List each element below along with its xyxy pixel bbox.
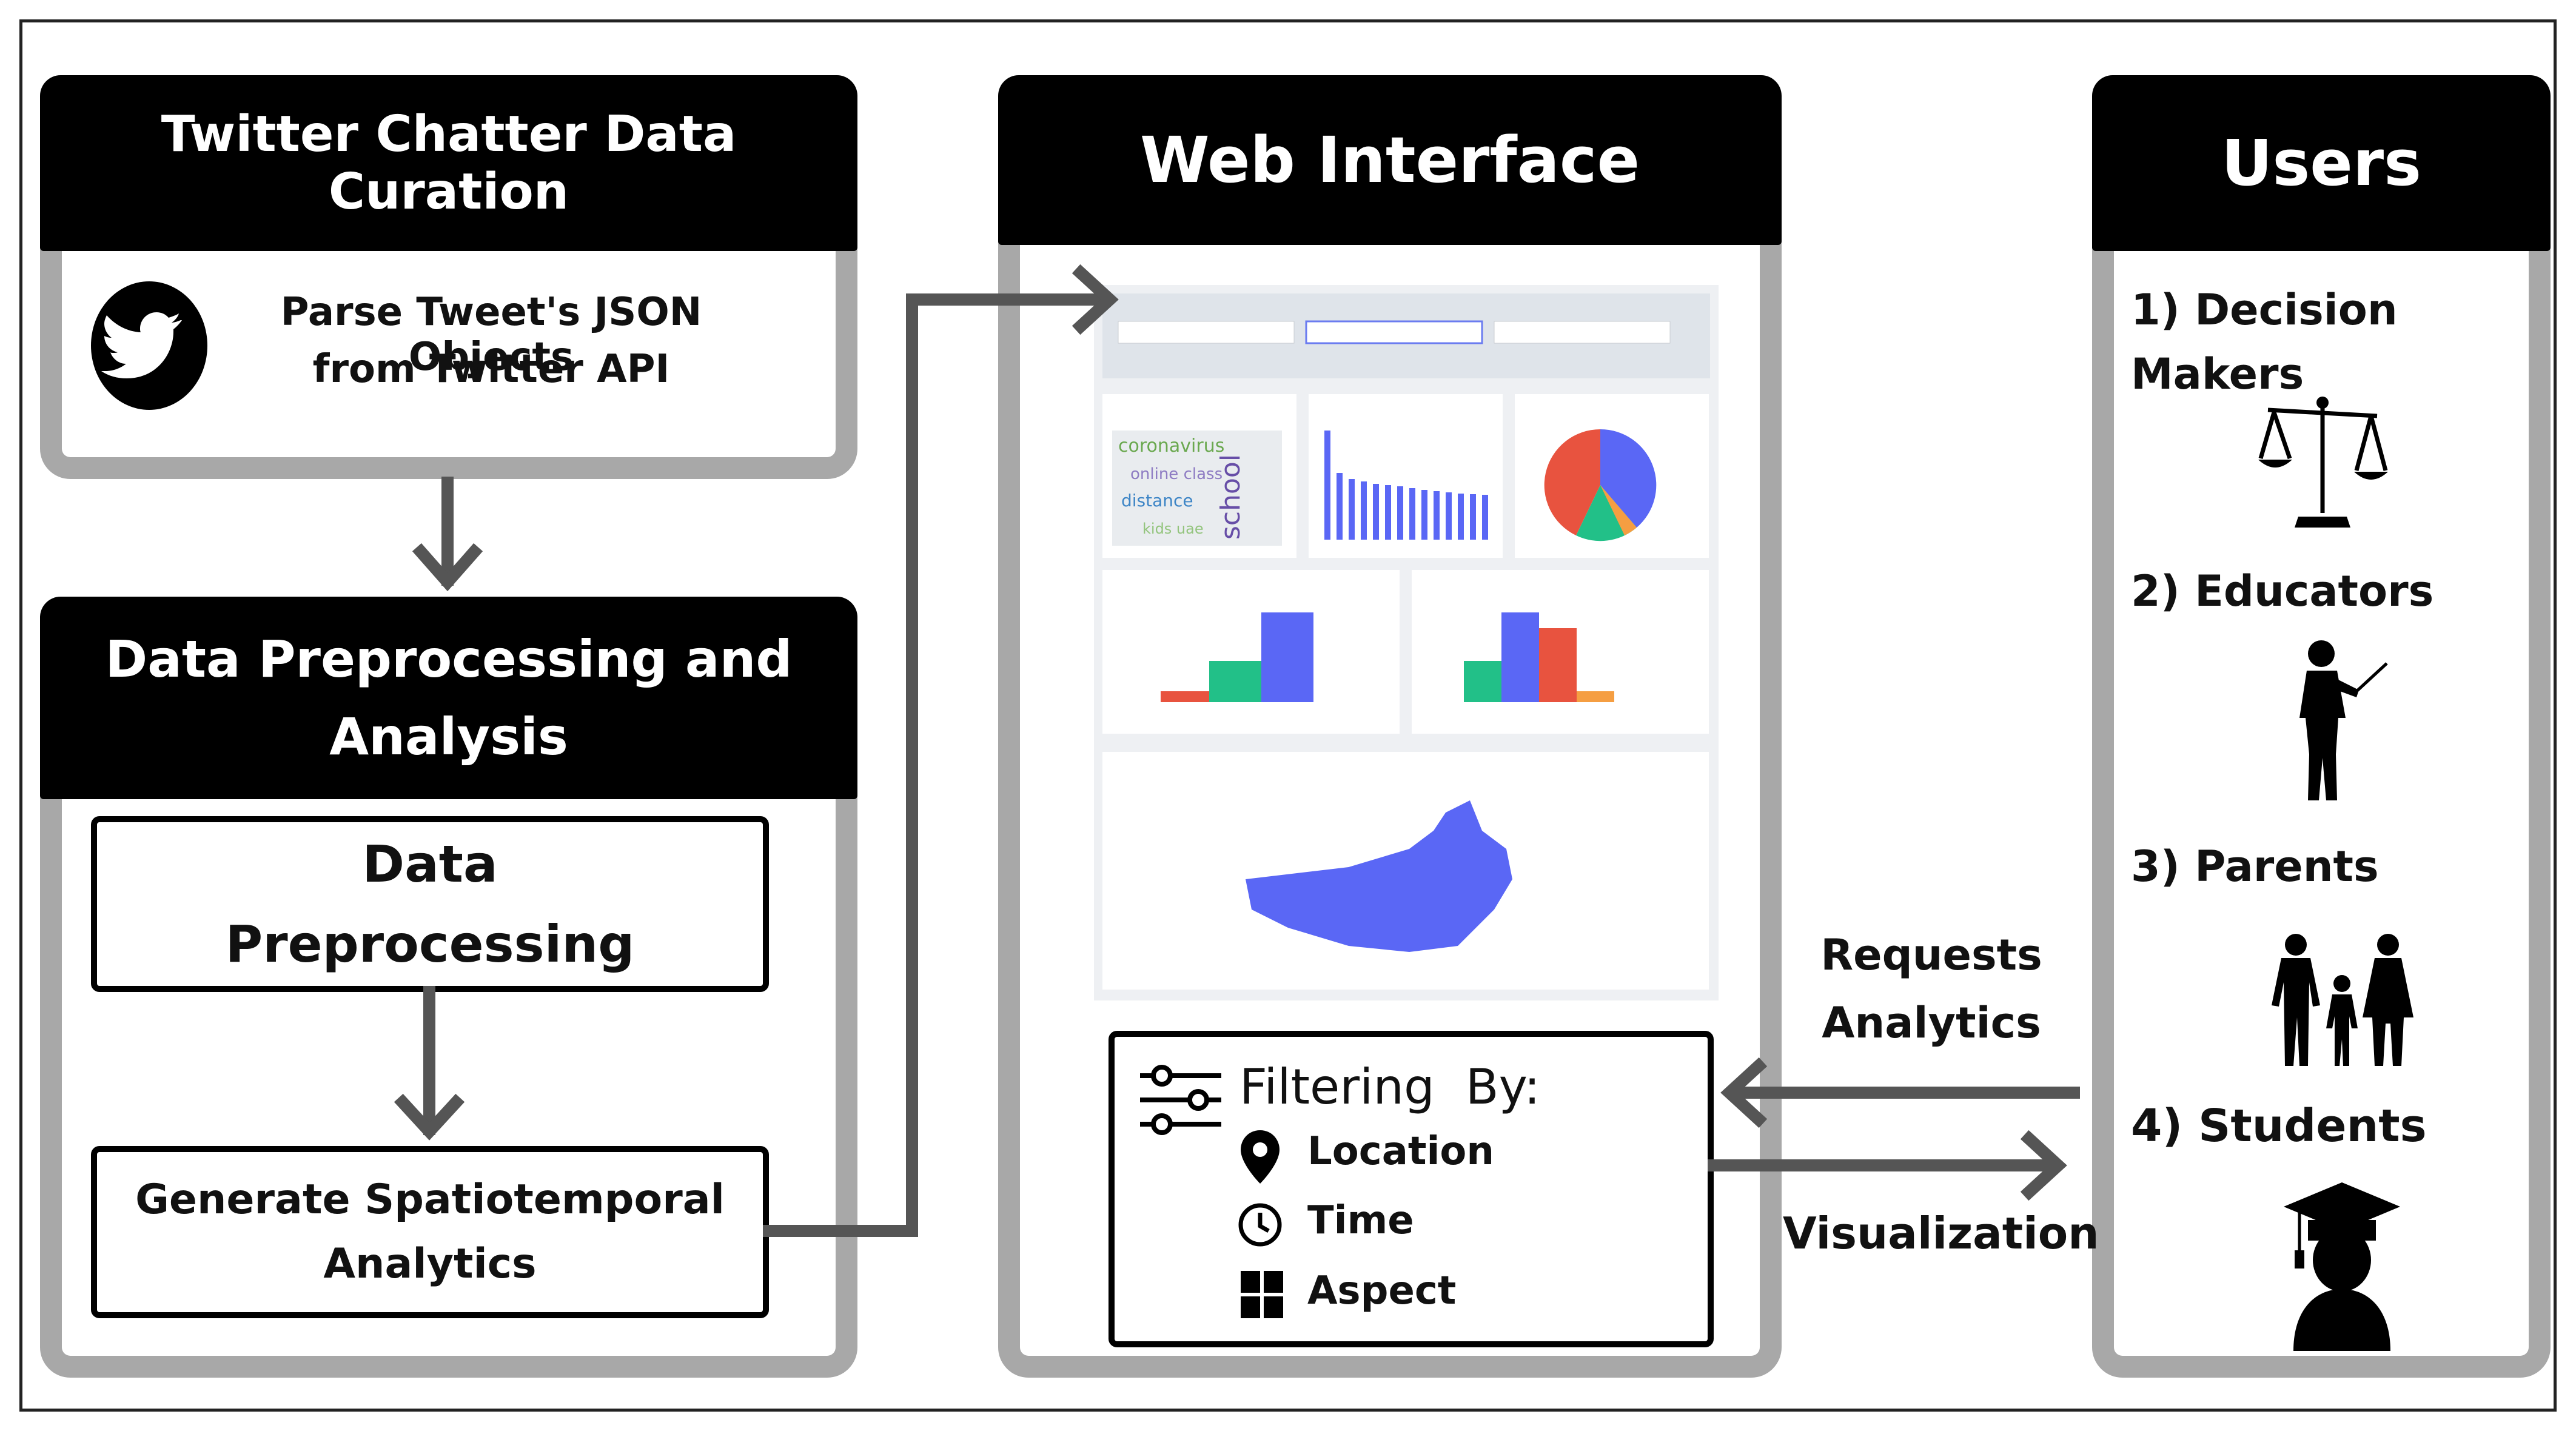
family-icon [2272, 934, 2413, 1066]
curation-header: Twitter Chatter Data Curation [40, 75, 857, 251]
svg-text:coronavirus: coronavirus [1118, 435, 1224, 457]
teacher-pointing-icon [2299, 640, 2388, 800]
dashboard-screenshot: coronavirus online class distance kids u… [1094, 285, 1719, 1000]
filtering-box [1109, 1031, 1714, 1347]
web-interface-header: Web Interface [998, 75, 1782, 245]
step2-line-1: Generate Spatiotemporal [135, 1176, 725, 1224]
location-pin-icon [1241, 1130, 1280, 1184]
step1-line-2: Preprocessing [225, 914, 635, 974]
visualization-label: Visualization [1783, 1208, 2099, 1259]
outer-frame [19, 19, 2557, 1412]
filter-aspect-label: Aspect [1307, 1268, 1457, 1313]
preprocessing-title-line-1: Data Preprocessing and [105, 629, 793, 689]
requests-label-line-1: Requests [1820, 930, 2042, 980]
svg-text:school: school [1215, 454, 1246, 540]
user-decision-makers-line-2: Makers [2131, 349, 2304, 399]
scales-of-justice-icon [2258, 397, 2388, 528]
arrow-analytics-to-dashboard [763, 293, 1110, 1237]
svg-text:online class: online class [1130, 465, 1223, 483]
svg-text:distance: distance [1121, 491, 1193, 511]
step1-line-1: Data [362, 834, 498, 894]
graduate-cap-icon [2284, 1182, 2400, 1351]
user-decision-makers-line-1: 1) Decision [2131, 285, 2398, 335]
filter-time-label: Time [1307, 1198, 1414, 1243]
user-students-label: 4) Students [2131, 1100, 2427, 1152]
sliders-icon [1140, 1065, 1221, 1135]
user-educators-label: 2) Educators [2131, 566, 2434, 616]
grid-squares-icon [1241, 1271, 1283, 1318]
spatiotemporal-analytics-box: Generate Spatiotemporal Analytics [91, 1146, 769, 1318]
preprocessing-title-line-2: Analysis [329, 707, 568, 766]
step2-line-2: Analytics [323, 1240, 537, 1288]
filtering-title: Filtering By: [1239, 1059, 1541, 1115]
users-title: Users [2221, 126, 2422, 200]
web-interface-title: Web Interface [1139, 123, 1640, 197]
parse-line-2: from Twitter API [312, 347, 670, 392]
twitter-bird-icon [91, 281, 207, 410]
filter-location-label: Location [1307, 1129, 1494, 1174]
preprocessing-header: Data Preprocessing and Analysis [40, 597, 857, 799]
parse-line-1: Parse Tweet's JSON Objects [280, 290, 702, 380]
svg-text:kids uae: kids uae [1142, 520, 1204, 537]
curation-title: Twitter Chatter Data Curation [161, 106, 737, 221]
clock-icon [1238, 1203, 1282, 1247]
users-header: Users [2092, 75, 2551, 251]
user-parents-label: 3) Parents [2131, 842, 2379, 891]
requests-label-line-2: Analytics [1822, 998, 2041, 1048]
